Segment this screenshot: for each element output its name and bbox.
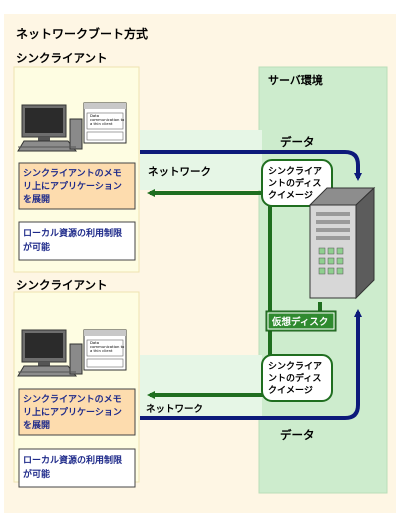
data-label-top: データ: [280, 135, 315, 149]
disk-image-box-top: [261, 159, 333, 207]
virtual-disk-label: 仮想ディスク: [271, 316, 328, 328]
disk-image-label-bottom: シンクライア ントのディス クイメージ: [268, 361, 325, 396]
computer-icon: [17, 104, 83, 152]
disk-image-box-bottom: [261, 354, 333, 402]
expand-box-1: [18, 162, 136, 210]
document-icon: [83, 329, 127, 371]
server-icon: [308, 186, 376, 300]
doc-icon-text: Data communication to a thin client: [90, 113, 126, 126]
server-heading: サーバ環境: [268, 73, 323, 87]
client-heading-2: シンクライアント: [16, 278, 108, 292]
data-label-bottom: データ: [280, 428, 315, 442]
network-band-bottom: [140, 355, 262, 417]
data-arrow-bottom: [140, 309, 362, 420]
disk-image-label-top: シンクライア ントのディス クイメージ: [268, 166, 325, 201]
network-label-bottom: ネットワーク: [146, 404, 203, 415]
client-heading-1: シンクライアント: [16, 51, 108, 65]
network-label-top: ネットワーク: [148, 166, 211, 178]
limit-box-text-1: ローカル資源の利用制限 が可能: [23, 227, 125, 253]
expand-box-2: [18, 388, 136, 436]
expand-box-text-2: シンクライアントのメモ リ上にアプリケーション を展開: [23, 394, 125, 431]
limit-box-text-2: ローカル資源の利用制限 が可能: [23, 454, 125, 480]
limit-box-2: [18, 448, 136, 488]
page-title: ネットワークブート方式: [16, 26, 148, 41]
limit-box-1: [18, 221, 136, 261]
virtual-disk-box: [265, 310, 337, 332]
computer-icon: [17, 329, 83, 377]
document-icon: [83, 102, 127, 144]
data-arrow-top: [140, 150, 362, 181]
expand-box-text-1: シンクライアントのメモ リ上にアプリケーション を展開: [23, 168, 125, 205]
network-band-top: [140, 130, 262, 190]
doc-icon-text: Data communication to a thin client: [90, 340, 126, 353]
